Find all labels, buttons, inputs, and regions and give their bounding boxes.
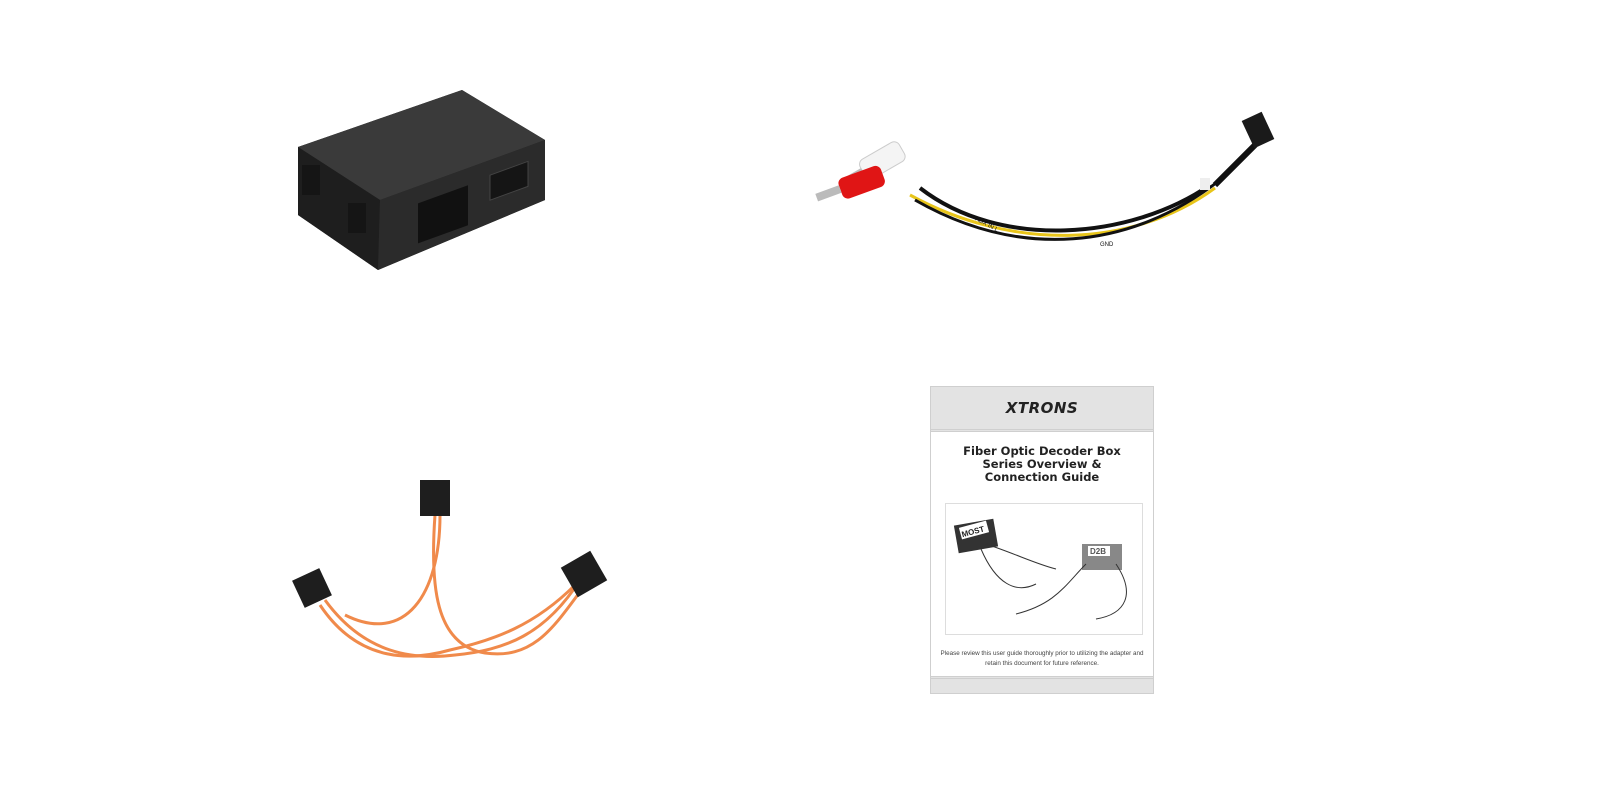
manual-note: Please review this user guide thoroughly… [940,650,1144,667]
user-manual: XTRONS Fiber Optic Decoder Box Series Ov… [930,386,1154,694]
cable-label-gnd: GND [1100,242,1114,248]
decoder-box-image [298,90,545,270]
diagram-label-d2b: D2B [1090,547,1106,556]
fiber-optic-cable-image [292,480,608,658]
rca-cable-image: AUX IN L GND [815,111,1275,248]
xtrons-logo: XTRONS [1005,399,1079,417]
manual-title: Fiber Optic Decoder Box Series Overview … [963,444,1121,484]
manual-footer [931,676,1153,693]
manual-diagram: MOST D2B [945,503,1143,635]
manual-header: XTRONS [931,387,1153,432]
